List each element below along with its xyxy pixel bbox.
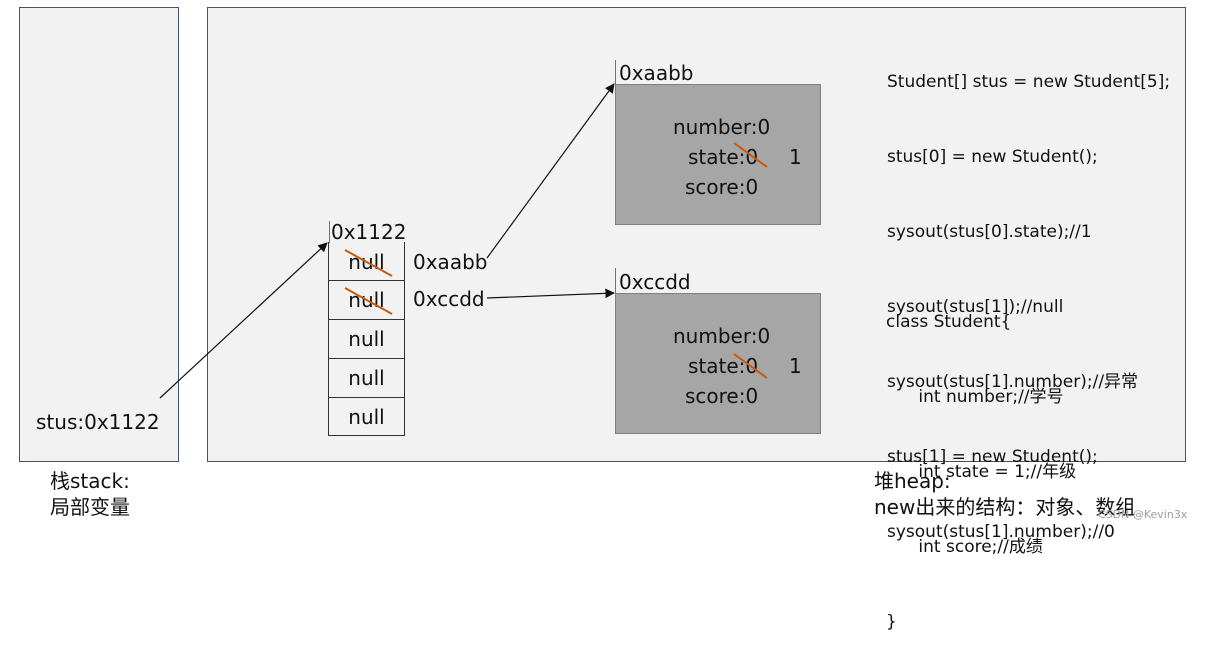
object-2-address-tick — [615, 268, 616, 294]
stack-to-array-arrow — [159, 242, 328, 399]
heap-caption-subtitle: new出来的结构：对象、数组 — [874, 495, 1136, 519]
heap-caption-title: 堆heap: — [874, 469, 951, 493]
strike-object-1-state — [733, 142, 768, 168]
object-1-new-state: 1 — [789, 145, 802, 169]
array-ref-1: 0xccdd — [413, 287, 485, 311]
array-divider — [328, 242, 405, 281]
watermark: CSDN @Kevin3x — [1098, 508, 1188, 521]
object-1-box: number:0 state:0 1 score:0 — [615, 84, 821, 225]
stack-variable: stus:0x1122 — [36, 410, 160, 434]
ref-0-to-object-1-arrow — [486, 83, 615, 259]
object-2-box: number:0 state:0 1 score:0 — [615, 293, 821, 434]
code-line: stus[0] = new Student(); — [887, 147, 1098, 167]
array-divider — [328, 242, 405, 398]
array-divider — [328, 242, 405, 320]
code-line: Student[] stus = new Student[5]; — [887, 72, 1171, 92]
object-1-number: number:0 — [673, 115, 771, 139]
strike-object-2-state — [733, 353, 768, 379]
object-2-score: score:0 — [685, 384, 759, 408]
code-line: sysout(stus[0].state);//1 — [887, 222, 1092, 242]
code-line: sysout(stus[1].number);//异常 — [887, 372, 1139, 392]
object-2-state: state:0 — [688, 354, 759, 378]
object-2-number: number:0 — [673, 324, 771, 348]
object-1-address-tick — [615, 60, 616, 85]
strike-array-cell-0 — [344, 249, 393, 277]
object-2-new-state: 1 — [789, 354, 802, 378]
code-line: } — [886, 612, 897, 632]
object-1-score: score:0 — [685, 175, 759, 199]
code-line: stus[1] = new Student(); — [887, 447, 1098, 467]
array-box — [328, 242, 405, 436]
ref-1-to-object-2-arrow — [486, 288, 615, 299]
code-line: int number;//学号 — [886, 387, 1064, 407]
array-cell-4: null — [348, 405, 385, 429]
stack-caption-title: 栈stack: — [50, 469, 130, 493]
object-2-address: 0xccdd — [619, 270, 691, 294]
array-cell-3: null — [348, 366, 385, 390]
stack-caption: 栈stack: 局部变量 — [50, 468, 130, 520]
array-divider — [328, 242, 405, 359]
connector-overlay — [159, 83, 768, 399]
heap-caption: 堆heap: new出来的结构：对象、数组 — [874, 468, 1135, 520]
code-line: class Student{ — [886, 312, 1012, 332]
code-line: int score;//成绩 — [886, 537, 1043, 557]
code-line: sysout(stus[1]);//null — [887, 297, 1064, 317]
object-1-address: 0xaabb — [619, 61, 694, 85]
strike-array-cell-1 — [344, 287, 393, 315]
array-ref-0: 0xaabb — [413, 250, 488, 274]
object-1-state: state:0 — [688, 145, 759, 169]
stack-caption-subtitle: 局部变量 — [50, 495, 130, 519]
array-address-tick — [329, 221, 330, 243]
array-address: 0x1122 — [331, 220, 407, 244]
array-cell-2: null — [348, 327, 385, 351]
stack-panel — [19, 7, 179, 462]
code-line: int state = 1;//年级 — [886, 462, 1077, 482]
